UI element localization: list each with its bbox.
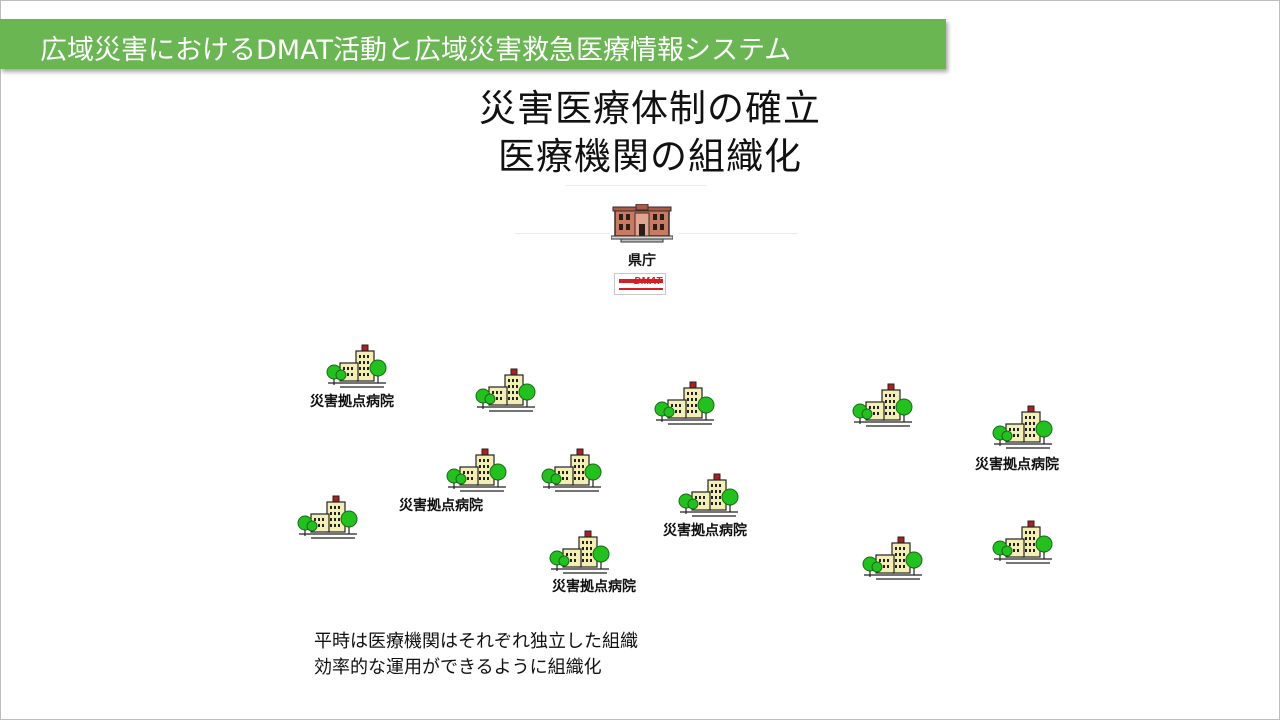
dmat-logo-icon: DMAT [614,273,666,295]
hospital-building-icon [654,381,715,425]
faint-divider [515,233,610,234]
government-building-icon [611,204,673,243]
hospital-building-icon [992,405,1053,449]
hospital-label: 災害拠点病院 [552,579,636,595]
hospital-building-icon [678,473,739,517]
slide-title-line2: 医療機関の組織化 [498,135,802,178]
hospital-building-icon [852,383,913,427]
hospital-building-icon [446,448,507,492]
hospital-building-icon [862,536,923,580]
faint-divider [566,185,706,186]
dmat-logo-stripe [619,279,663,283]
hospital-building-icon [297,495,358,539]
slide-title-line1: 災害医療体制の確立 [479,87,821,130]
hospital-label: 災害拠点病院 [975,457,1059,473]
hospital-building-icon [992,520,1053,564]
header-banner: 広域災害におけるDMAT活動と広域災害救急医療情報システム [0,19,946,69]
banner-title: 広域災害におけるDMAT活動と広域災害救急医療情報システム [40,35,792,66]
dmat-logo-text: DMAT [633,276,662,287]
dmat-logo-underline [619,288,663,290]
hospital-building-icon [549,530,610,574]
hospital-building-icon [541,448,602,492]
hospital-label: 災害拠点病院 [663,523,747,539]
faint-divider [678,233,798,234]
hospital-label: 災害拠点病院 [310,394,394,410]
hospital-building-icon [326,344,387,388]
prefecture-label: 県庁 [628,253,656,269]
note-line2: 効率的な運用ができるように組織化 [314,657,602,678]
note-line1: 平時は医療機関はそれぞれ独立した組織 [314,631,638,652]
hospital-building-icon [475,368,536,412]
hospital-label: 災害拠点病院 [399,498,483,514]
